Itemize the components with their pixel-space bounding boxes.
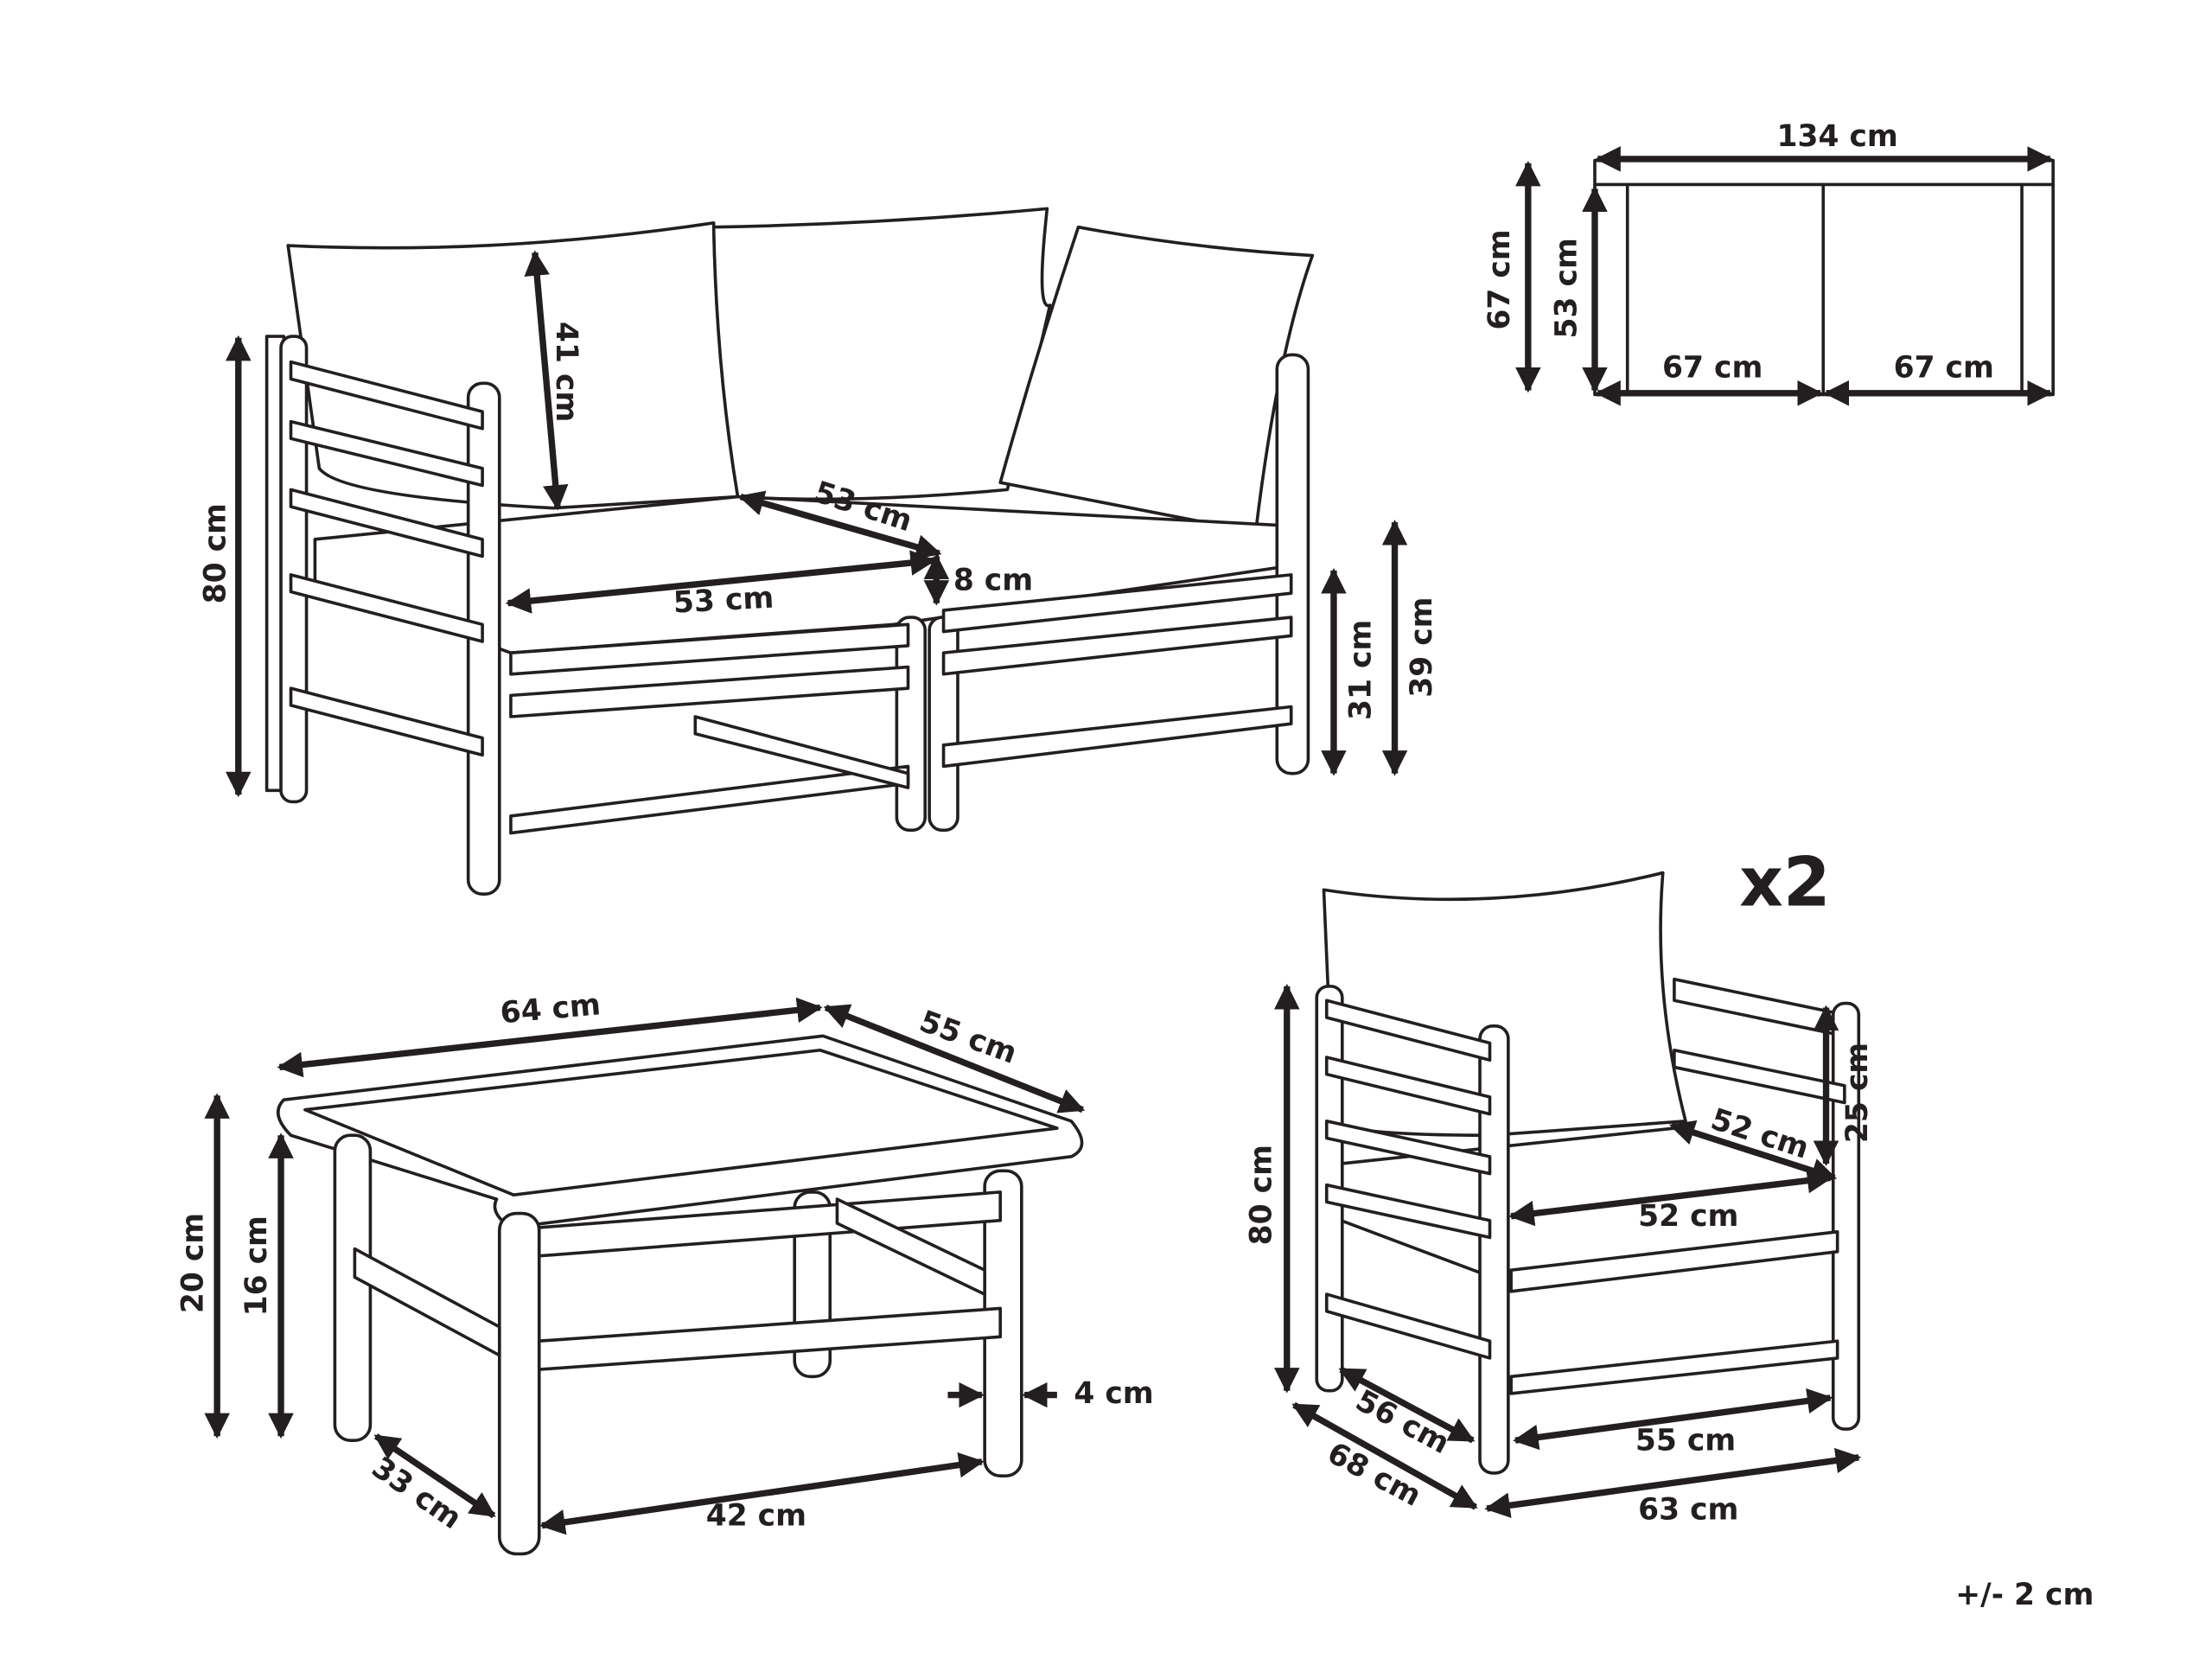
armchair-inner-depth-label: 56 cm — [1350, 1383, 1455, 1461]
back-cushion-right — [998, 225, 1315, 534]
armchair-back-cushion — [1322, 871, 1687, 1138]
sofa-back-cushion-height-label: 41 cm — [549, 322, 583, 422]
table-inner-length-label: 42 cm — [706, 1498, 806, 1533]
sofa-seat-height-label: 39 cm — [1405, 597, 1439, 697]
armchair-inner-width-label: 55 cm — [1635, 1423, 1736, 1458]
table-leg-diameter-label: 4 cm — [1074, 1376, 1153, 1411]
armchair-total-height-label: 80 cm — [1244, 1145, 1278, 1245]
table-inner-height-label: 16 cm — [239, 1216, 274, 1316]
table-dimension-arrows — [204, 997, 1086, 1535]
top-seat-depth-label: 53 cm — [1549, 238, 1584, 338]
table-height-label: 20 cm — [175, 1213, 210, 1313]
armchair-arm-height-label: 25 cm — [1840, 1043, 1875, 1143]
tolerance-label: +/- 2 cm — [1955, 1578, 2094, 1612]
table-length-label: 64 cm — [499, 987, 602, 1030]
armchair-dimension-arrows — [1274, 983, 1862, 1518]
armchair-quantity-label: x2 — [1739, 842, 1831, 922]
top-total-width-label: 134 cm — [1777, 119, 1898, 154]
sofa-total-height-label: 80 cm — [199, 503, 233, 603]
sofa-cushion-thickness-label: 8 cm — [953, 564, 1033, 598]
armchair-drawing — [1315, 871, 1861, 1475]
sofa-seat-width-label: 53 cm — [673, 581, 775, 621]
armchair-total-width-label: 63 cm — [1638, 1493, 1738, 1528]
top-module-left-label: 67 cm — [1662, 350, 1763, 385]
top-module-right-label: 67 cm — [1894, 350, 1994, 385]
sofa-frame-height-label: 31 cm — [1343, 620, 1378, 720]
top-view-drawing — [1515, 146, 2055, 406]
sofa-drawing — [265, 207, 1315, 896]
armchair-seat-width-label: 52 cm — [1638, 1199, 1738, 1234]
sofa-dimension-arrows — [225, 250, 1408, 798]
back-cushion-middle — [711, 207, 1052, 501]
top-total-depth-label: 67 cm — [1482, 229, 1517, 329]
back-cushion-left — [286, 220, 740, 510]
